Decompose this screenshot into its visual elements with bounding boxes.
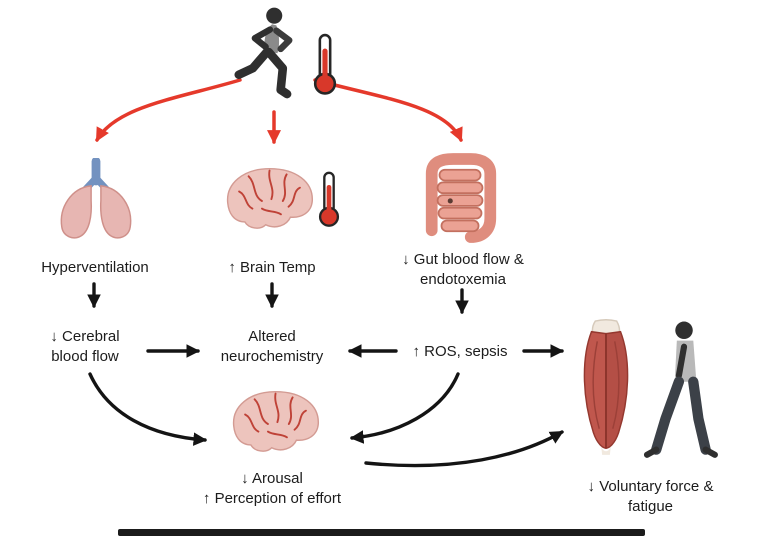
label-cerebral-blood-flow: ↓ Cerebral blood flow [24, 327, 146, 367]
label-hyperventilation-text: Hyperventilation [41, 259, 149, 276]
arrow-ros-to-brain-curve [349, 372, 460, 444]
runner-icon [234, 7, 293, 99]
gut-icon [425, 153, 497, 243]
muscle-shape [583, 318, 629, 455]
lungs-icon [60, 158, 132, 239]
label-cerebral-line1: ↓ Cerebral [50, 328, 120, 345]
thermometer-shape [313, 33, 337, 95]
label-gut-line2: endotoxemia [420, 271, 506, 288]
brain-thermometer-shape [318, 171, 340, 227]
label-gut-line1: ↓ Gut blood flow & [402, 251, 524, 268]
label-force-line1: ↓ Voluntary force & [587, 478, 714, 495]
label-hyperventilation: Hyperventilation [15, 258, 175, 278]
walking-person-icon [643, 321, 718, 458]
label-force-line2: fatigue [627, 498, 674, 515]
brain-thermometer-icon [318, 171, 340, 227]
walking-person-shape [643, 321, 718, 458]
label-neuro-line2: neurochemistry [220, 348, 324, 365]
label-ros-sepsis: ↑ ROS, sepsis [396, 342, 524, 362]
label-ros-text: ↑ ROS, sepsis [412, 343, 508, 360]
runner-shape [234, 7, 293, 99]
label-arousal-perception: ↓ Arousal ↑ Perception of effort [172, 469, 372, 509]
muscle-icon [583, 318, 629, 455]
label-altered-neurochemistry: Altered neurochemistry [202, 327, 342, 367]
label-arousal-line1: ↓ Arousal [241, 470, 303, 487]
brain-icon-bottom [233, 390, 319, 452]
label-gut-blood-flow: ↓ Gut blood flow & endotoxemia [383, 250, 543, 290]
label-brain-temp-text: ↑ Brain Temp [228, 259, 316, 276]
label-brain-temp: ↑ Brain Temp [202, 258, 342, 278]
lungs-shape [60, 158, 132, 239]
bottom-bar [118, 529, 645, 536]
label-cerebral-line2: blood flow [51, 348, 119, 365]
label-voluntary-force: ↓ Voluntary force & fatigue [563, 477, 738, 517]
label-neuro-line1: Altered [248, 328, 296, 345]
arrow-cerebral-to-brain-curve [88, 372, 208, 446]
brain-top-shape [227, 167, 313, 229]
brain-bottom-shape [233, 390, 319, 452]
brain-icon-top [227, 167, 313, 229]
thermometer-icon [313, 33, 337, 95]
arrow-runner-to-gut [313, 78, 463, 142]
arrow-runner-to-lungs [95, 78, 242, 142]
gut-shape [425, 153, 497, 243]
label-arousal-line2: ↑ Perception of effort [202, 490, 342, 507]
arrow-arousal-to-muscle-curve [364, 430, 564, 468]
